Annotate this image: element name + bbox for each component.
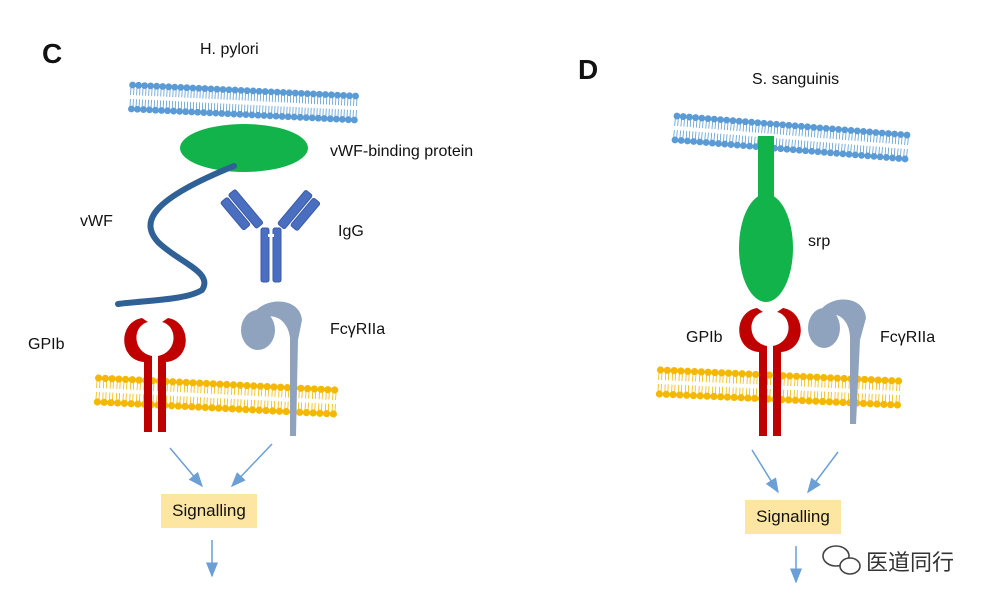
panel-d-letter: D (578, 54, 599, 85)
label-fcgr-d: FcγRIIa (880, 329, 936, 346)
gpib-receptor-d (739, 308, 801, 436)
signalling-box-d: Signalling (745, 500, 841, 534)
label-fcgr-c: FcγRIIa (330, 321, 386, 338)
vwf-binding-protein-shape (180, 124, 308, 172)
panel-d-organism: S. sanguinis (752, 71, 840, 88)
panel-c-organism: H. pylori (200, 41, 259, 58)
fcgr-receptor-c (241, 301, 302, 436)
bacterial-membrane-d (671, 112, 911, 163)
wechat-icon (822, 545, 861, 575)
label-vwf-binding-protein: vWF-binding protein (330, 143, 474, 160)
igg-antibody (220, 189, 321, 283)
label-gpib-c: GPIb (28, 336, 65, 353)
label-vwf: vWF (80, 213, 113, 230)
signalling-box-c: Signalling (161, 494, 257, 528)
label-igg: IgG (338, 223, 364, 240)
srp-protein (739, 136, 793, 302)
panel-c-letter: C (42, 38, 63, 69)
watermark-text: 医道同行 (866, 551, 955, 576)
label-gpib-d: GPIb (686, 329, 723, 346)
vwf-strand (115, 163, 237, 307)
signal-arrows (169, 443, 839, 584)
bacterial-membrane-c (128, 81, 359, 124)
platelet-membrane-d (655, 366, 903, 409)
fcgr-receptor-d (808, 299, 866, 424)
gpib-receptor-c (124, 318, 186, 432)
platelet-membrane-c (93, 374, 339, 418)
label-srp: srp (808, 233, 831, 250)
